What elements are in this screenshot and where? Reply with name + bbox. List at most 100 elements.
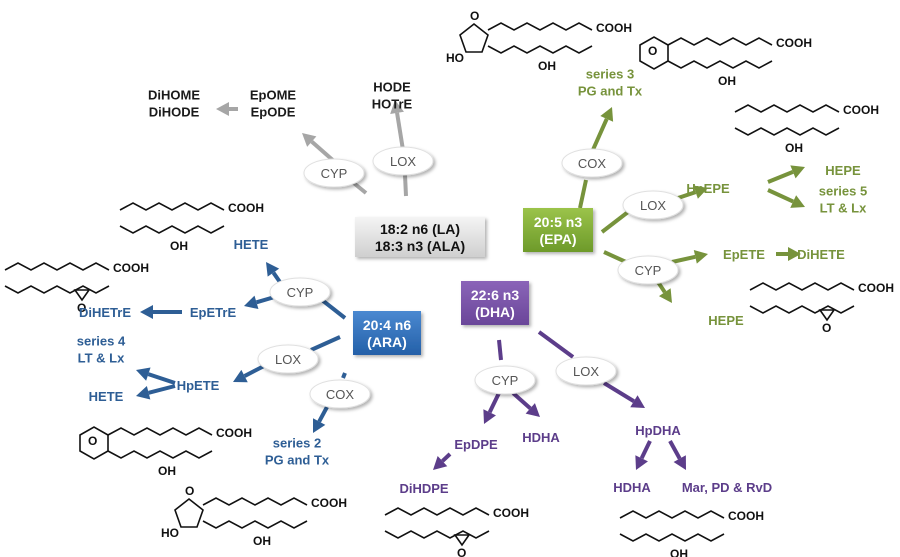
arrow-27 bbox=[511, 391, 540, 417]
metabolite-label: EpODE bbox=[251, 105, 296, 120]
epoxide-oxygen-label: O bbox=[77, 301, 86, 315]
enzyme-label: LOX bbox=[573, 364, 599, 379]
enzyme-label: LOX bbox=[640, 198, 666, 213]
fatty-acid-label: (DHA) bbox=[475, 304, 515, 320]
arrow-25 bbox=[497, 339, 503, 361]
arrow-8 bbox=[677, 185, 708, 200]
tx-structure-ara bbox=[79, 426, 213, 460]
enzyme-epa-cyp: CYP bbox=[617, 255, 679, 285]
hydroxyl-label: OH bbox=[718, 74, 736, 88]
carboxyl-label: COOH bbox=[596, 21, 632, 35]
metabolite-label: HpDHA bbox=[635, 423, 681, 438]
arrow-14 bbox=[656, 280, 672, 303]
metabolite-label: EpETrE bbox=[190, 305, 237, 320]
hete-structure bbox=[119, 202, 225, 234]
enzyme-ara-cyp: CYP bbox=[269, 277, 331, 307]
hydroxyl-label: HO bbox=[161, 526, 179, 540]
arrow-5 bbox=[578, 179, 588, 209]
metabolite-label: PG and Tx bbox=[265, 453, 330, 468]
enzyme-dha-cyp: CYP bbox=[474, 365, 536, 395]
metabolite-epetre: EpETrE bbox=[190, 305, 237, 320]
spm-structure bbox=[619, 510, 725, 542]
metabolite-label: DiHODE bbox=[149, 105, 200, 120]
metabolite-label: HOTrE bbox=[372, 97, 413, 112]
pg-structure-epa bbox=[459, 22, 593, 54]
metabolite-ara-pg: series 2 PG and Tx bbox=[265, 436, 330, 468]
metabolite-label: LT & Lx bbox=[820, 201, 867, 216]
metabolite-hdha1: HDHA bbox=[522, 430, 560, 445]
oxygen-label: O bbox=[648, 44, 657, 58]
enzyme-label: CYP bbox=[321, 166, 348, 181]
metabolite-label: HODE bbox=[373, 80, 411, 95]
hepe-structure bbox=[734, 104, 840, 136]
enzyme-label: CYP bbox=[492, 373, 519, 388]
arrow-24 bbox=[313, 406, 329, 433]
arrow-29 bbox=[602, 381, 645, 408]
metabolite-label: HEPE bbox=[825, 163, 861, 178]
epoxide-oxygen-label: O bbox=[457, 546, 466, 557]
metabolite-label: LT & Lx bbox=[78, 351, 125, 366]
arrow-9 bbox=[767, 165, 805, 184]
metabolite-epdpe: EpDPE bbox=[454, 437, 498, 452]
arrow-20 bbox=[233, 363, 267, 383]
metabolite-label: series 4 bbox=[77, 334, 126, 349]
hydroxyl-label: HO bbox=[446, 51, 464, 65]
metabolite-label: HETE bbox=[234, 237, 269, 252]
arrow-13 bbox=[776, 247, 801, 261]
metabolite-label: series 2 bbox=[273, 436, 321, 451]
metabolite-label: Mar, PD & RvD bbox=[682, 480, 772, 495]
carboxyl-label: COOH bbox=[776, 36, 812, 50]
arrow-21 bbox=[136, 367, 176, 385]
epetre-structure bbox=[4, 262, 110, 302]
enzyme-epa-cox: COX bbox=[561, 148, 623, 178]
metabolite-epa-pg: series 3PG and Tx bbox=[578, 67, 643, 99]
arrow-4 bbox=[216, 102, 238, 116]
arrow-22 bbox=[136, 384, 176, 400]
metabolite-label: HpETE bbox=[177, 378, 220, 393]
metabolite-label: HEPE bbox=[708, 313, 744, 328]
arrow-7 bbox=[600, 210, 630, 234]
dihdpe-structure bbox=[384, 507, 490, 547]
metabolite-hepe1: HEPE bbox=[825, 163, 861, 178]
metabolite-label: DiHETE bbox=[797, 247, 845, 262]
metabolite-label: PG and Tx bbox=[578, 84, 643, 99]
hydroxyl-label: OH bbox=[170, 239, 188, 253]
fatty-acid-la: 18:2 n6 (LA)18:3 n3 (ALA) bbox=[355, 217, 485, 257]
arrow-31 bbox=[635, 440, 652, 470]
carboxyl-label: COOH bbox=[216, 426, 252, 440]
metabolite-label: EpETE bbox=[723, 247, 765, 262]
metabolite-label: DiHDPE bbox=[399, 481, 448, 496]
enzyme-la-cyp: CYP bbox=[303, 158, 365, 188]
metabolite-hpepe: HpEPE bbox=[686, 181, 730, 196]
oxygen-label: O bbox=[185, 484, 194, 498]
pg-structure-ara bbox=[174, 497, 308, 529]
arrow-23 bbox=[341, 372, 347, 379]
hydroxyl-label: OH bbox=[253, 534, 271, 548]
carboxyl-label: COOH bbox=[311, 496, 347, 510]
enzyme-label: LOX bbox=[275, 352, 301, 367]
hydroxyl-label: OH bbox=[670, 547, 688, 557]
oxygen-label: O bbox=[88, 434, 97, 448]
chemical-structures: OHOCOOHOHOCOOHOHCOOHOHCOOHOCOOHOHCOOHOOC… bbox=[4, 9, 894, 557]
metabolite-epa-lt: series 5LT & Lx bbox=[819, 184, 867, 216]
hydroxyl-label: OH bbox=[538, 59, 556, 73]
metabolite-label: HETE bbox=[89, 389, 124, 404]
metabolite-hdha2: HDHA bbox=[613, 480, 651, 495]
arrow-12 bbox=[671, 249, 708, 264]
metabolite-label: DiHETrE bbox=[79, 305, 131, 320]
metabolite-label: HDHA bbox=[522, 430, 560, 445]
pathway-arrows bbox=[136, 100, 805, 470]
arrow-15 bbox=[320, 298, 347, 320]
arrow-18 bbox=[140, 305, 182, 319]
carboxyl-label: COOH bbox=[113, 261, 149, 275]
epete-structure bbox=[749, 282, 855, 322]
tx-structure-epa bbox=[639, 36, 773, 70]
fatty-acid-label: (EPA) bbox=[539, 231, 576, 247]
enzyme-epa-lox: LOX bbox=[622, 190, 684, 220]
metabolite-hete2: HETE bbox=[89, 389, 124, 404]
hydroxyl-label: OH bbox=[785, 141, 803, 155]
